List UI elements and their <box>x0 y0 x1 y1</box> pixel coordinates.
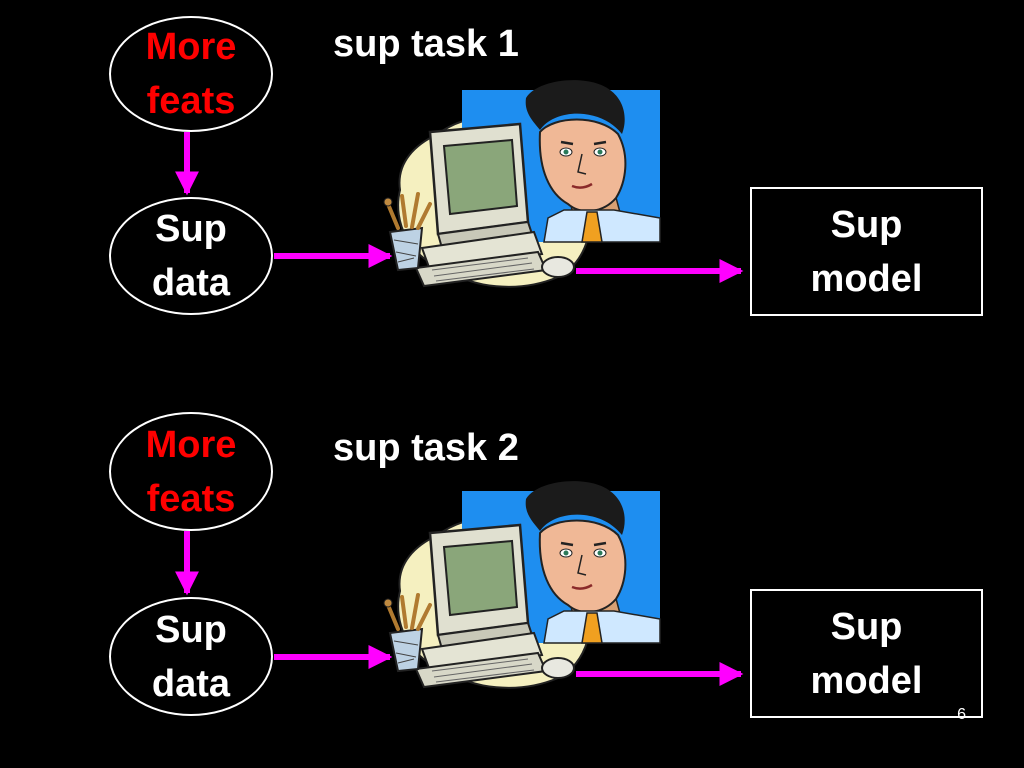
man-at-computer-clipart-icon <box>378 473 668 703</box>
more-feats-label-line2: feats <box>146 477 236 520</box>
sup-model-label-line1: Sup <box>830 203 903 246</box>
sup-model-box-1: Sup model <box>750 187 983 316</box>
more-feats-label-line1: More <box>145 423 237 466</box>
more-feats-node-1: More feats <box>109 16 273 132</box>
sup-data-label-line2: data <box>151 262 231 304</box>
more-feats-node-2: More feats <box>109 412 273 531</box>
sup-model-label-line2: model <box>810 659 923 702</box>
sup-data-label-line1: Sup <box>155 208 227 250</box>
sup-model-label-line1: Sup <box>830 605 903 648</box>
sup-data-label-line1: Sup <box>155 608 227 651</box>
more-feats-label-line1: More <box>145 26 237 68</box>
man-at-computer-clipart-icon <box>378 72 668 302</box>
sup-data-node-2: Sup data <box>109 597 273 716</box>
sup-data-label-line2: data <box>151 662 231 705</box>
sup-model-label-line2: model <box>810 257 923 300</box>
task-title-1: sup task 1 <box>333 23 519 65</box>
sup-data-node-1: Sup data <box>109 197 273 315</box>
task-title-2: sup task 2 <box>333 427 519 469</box>
more-feats-label-line2: feats <box>146 80 236 122</box>
sup-model-box-2: Sup model <box>750 589 983 718</box>
page-number: 6 <box>957 706 966 723</box>
